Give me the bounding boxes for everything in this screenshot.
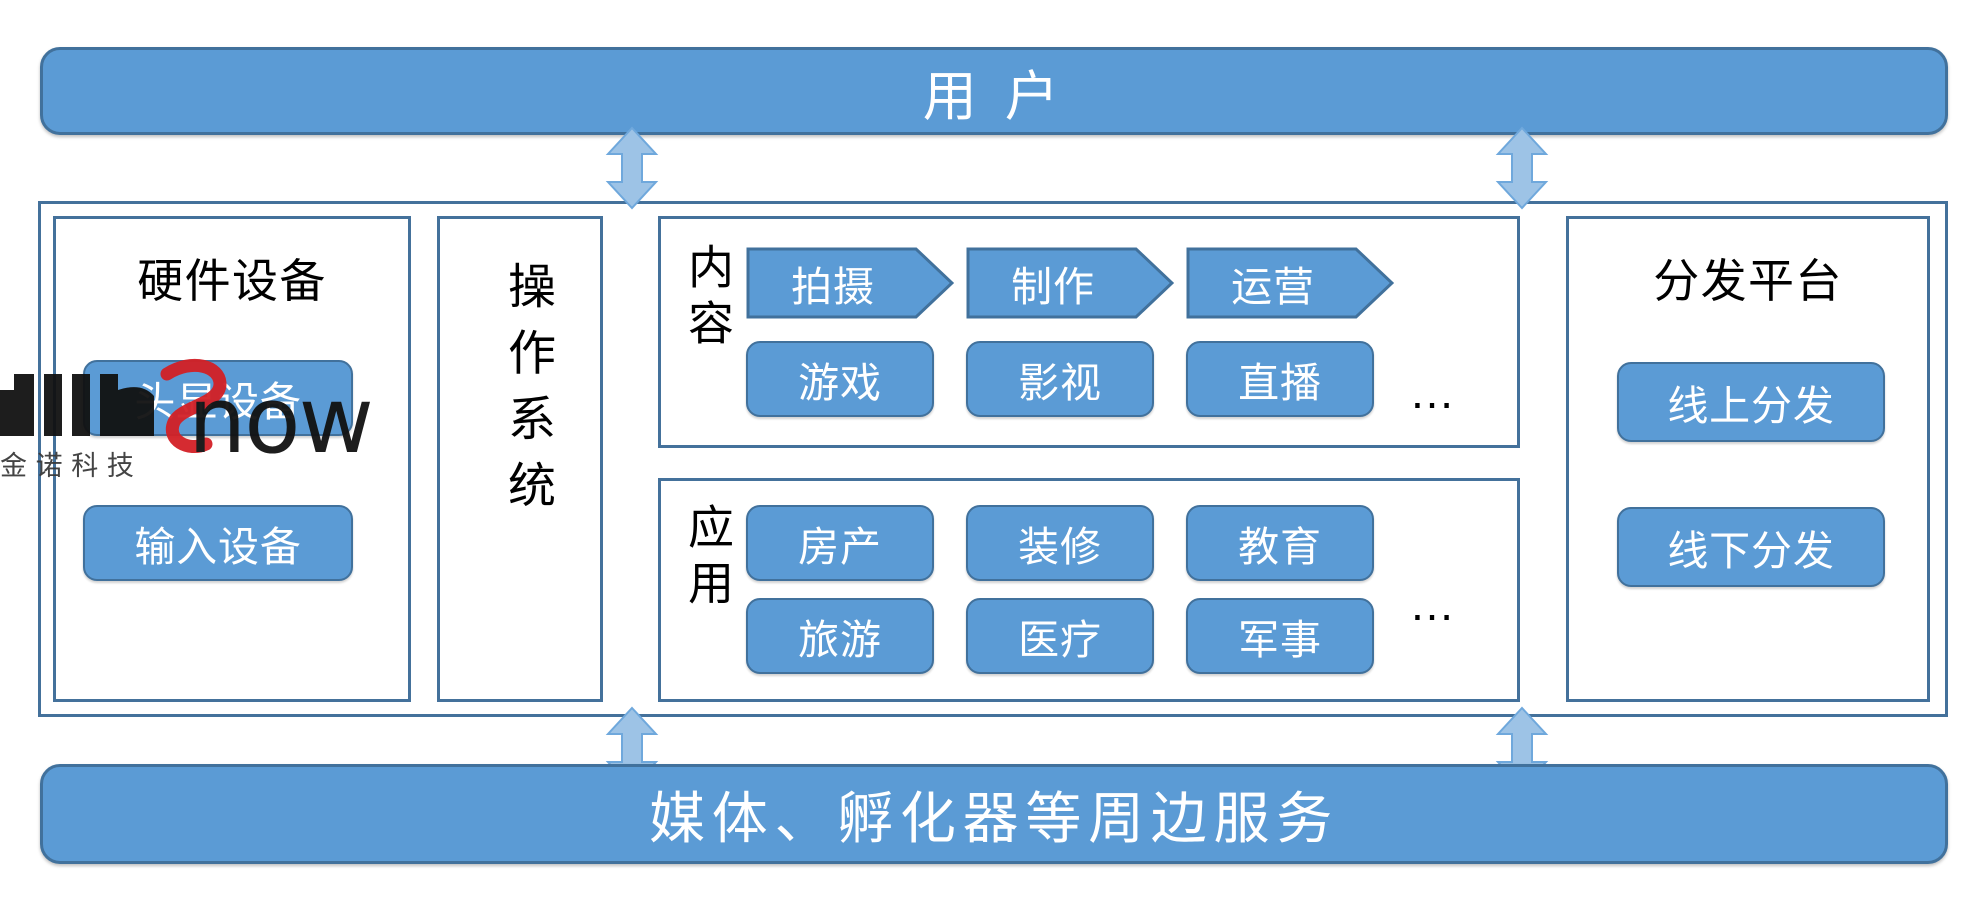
chip-live-streaming[interactable]: 直播: [1186, 341, 1374, 417]
chip-home-decoration[interactable]: 装修: [966, 505, 1154, 581]
peripheral-services-label: 媒体、孵化器等周边服务: [649, 786, 1339, 850]
content-ellipsis: …: [1409, 366, 1459, 418]
double-arrow-icon-top-left: [605, 126, 659, 215]
content-label: 内容: [682, 243, 734, 356]
peripheral-services-bar: 媒体、孵化器等周边服务: [40, 764, 1948, 864]
chip-medical[interactable]: 医疗: [966, 598, 1154, 674]
chip-military[interactable]: 军事: [1186, 598, 1374, 674]
chevron-shooting[interactable]: 拍摄: [746, 247, 954, 319]
chip-games[interactable]: 游戏: [746, 341, 934, 417]
chevron-shape-icon: [1186, 247, 1394, 319]
chevron-production[interactable]: 制作: [966, 247, 1174, 319]
double-arrow-icon-top-right: [1495, 126, 1549, 215]
distribution-panel-title: 分发平台: [1653, 255, 1843, 307]
chip-real-estate[interactable]: 房产: [746, 505, 934, 581]
hardware-panel-title: 硬件设备: [137, 255, 327, 307]
panel-application: 应用 房产 装修 教育 旅游 医疗 军事 …: [658, 478, 1520, 702]
application-ellipsis: …: [1409, 578, 1459, 630]
chip-head-mounted-display[interactable]: 头显设备: [83, 360, 353, 436]
operating-system-label: 操作系统: [500, 261, 553, 526]
chip-input-device[interactable]: 输入设备: [83, 505, 353, 581]
panel-content: 内容 拍摄 制作 运营 游戏 影视 直播 …: [658, 216, 1520, 448]
panel-operating-system: 操作系统: [437, 216, 603, 702]
chip-education[interactable]: 教育: [1186, 505, 1374, 581]
chevron-operations[interactable]: 运营: [1186, 247, 1394, 319]
application-label: 应用: [682, 503, 734, 616]
chevron-shape-icon: [966, 247, 1174, 319]
chip-online-distribution[interactable]: 线上分发: [1617, 362, 1885, 442]
user-bar-label: 用 户: [922, 66, 1066, 127]
panel-distribution-platform: 分发平台 线上分发 线下分发: [1566, 216, 1930, 702]
chip-film-and-tv[interactable]: 影视: [966, 341, 1154, 417]
panel-hardware-device: 硬件设备 头显设备 输入设备: [53, 216, 411, 702]
chevron-shape-icon: [746, 247, 954, 319]
chip-offline-distribution[interactable]: 线下分发: [1617, 507, 1885, 587]
chip-tourism[interactable]: 旅游: [746, 598, 934, 674]
user-bar: 用 户: [40, 47, 1948, 135]
